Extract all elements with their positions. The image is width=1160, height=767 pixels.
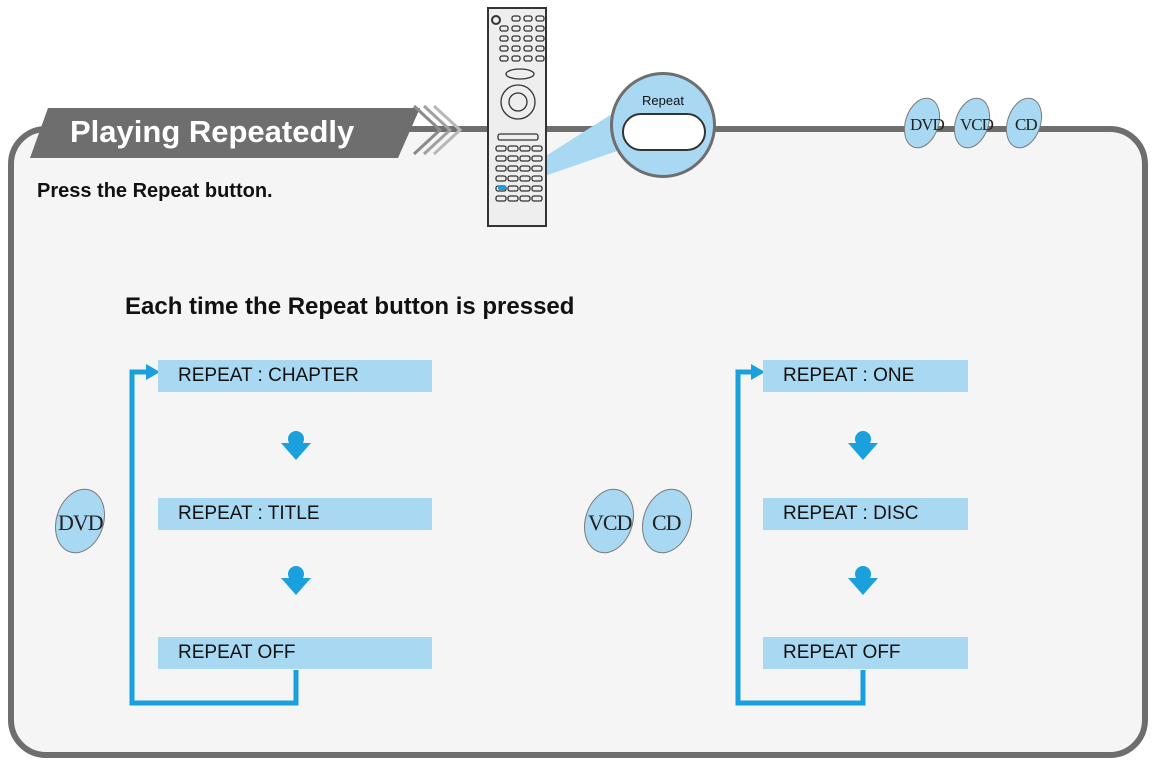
loop-arrowhead-icon [146,364,160,380]
flow1-disc-label: DVD [58,510,104,535]
repeat-step-box: REPEAT OFF [763,637,968,669]
down-arrow-icon [848,566,878,595]
section-subheading: Each time the Repeat button is pressed [125,293,575,320]
page-title: Playing Repeatedly [70,114,355,149]
callout-label: Repeat [642,93,684,108]
badge-cd: CD [1015,115,1038,134]
flow2-disc-label-vcd: VCD [588,510,632,535]
repeat-step-box: REPEAT : CHAPTER [158,360,432,392]
chevron-arrows-icon [412,104,463,156]
instruction-text: Press the Repeat button. [37,180,273,202]
repeat-step-box: REPEAT : DISC [763,498,968,530]
down-arrow-icon [848,431,878,460]
down-arrow-icon [281,431,311,460]
flow2-disc-label-cd: CD [652,510,682,535]
repeat-step-box: REPEAT : TITLE [158,498,432,530]
remote-control-icon [487,7,547,227]
loop-arrowhead-icon [751,364,765,380]
repeat-step-box: REPEAT : ONE [763,360,968,392]
repeat-button-illustration [622,113,706,151]
badge-vcd: VCD [960,115,994,134]
down-arrow-icon [281,566,311,595]
badge-dvd: DVD [910,115,945,134]
title-tab [30,108,420,158]
repeat-step-box: REPEAT OFF [158,637,432,669]
